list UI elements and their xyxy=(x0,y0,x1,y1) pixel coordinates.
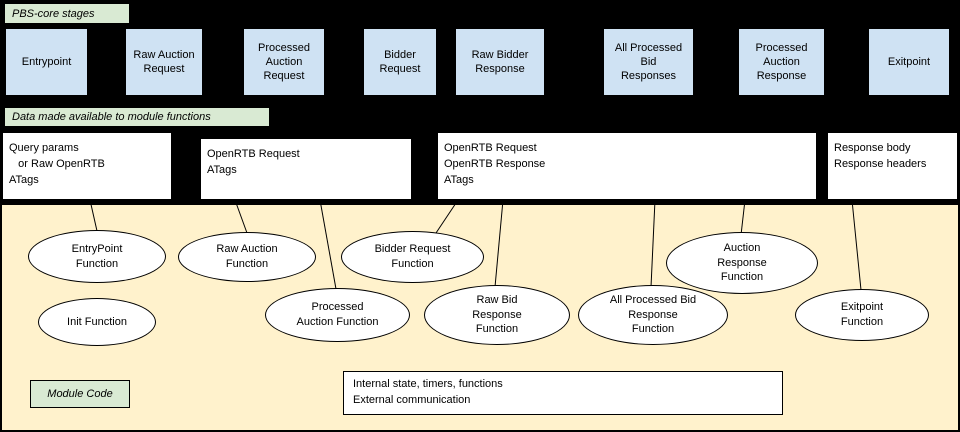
function-raw-bid-response: Raw Bid Response Function xyxy=(424,285,570,345)
stage-entrypoint: Entrypoint xyxy=(5,28,88,96)
function-processed-auction: Processed Auction Function xyxy=(265,288,410,342)
stage-raw-auction-request: Raw Auction Request xyxy=(125,28,203,96)
databox-response-data: Response body Response headers xyxy=(827,132,958,200)
stage-bidder-request: Bidder Request xyxy=(363,28,442,101)
databox-auction-request-data: OpenRTB Request ATags xyxy=(200,138,412,200)
data-available-label: Data made available to module functions xyxy=(4,107,270,127)
stage-raw-bidder-response: Raw Bidder Response xyxy=(455,28,550,101)
function-bidder-request: Bidder Request Function xyxy=(341,231,484,283)
function-entrypoint: EntryPoint Function xyxy=(28,230,166,283)
stage-processed-auction-response: Processed Auction Response xyxy=(738,28,825,96)
databox-bid-response-data: OpenRTB Request OpenRTB Response ATags xyxy=(437,132,817,200)
internal-state-box: Internal state, timers, functions Extern… xyxy=(343,371,783,415)
function-auction-response: Auction Response Function xyxy=(666,232,818,294)
pbs-core-stages-label: PBS-core stages xyxy=(4,3,130,24)
stage-all-processed-bid-responses: All Processed Bid Responses xyxy=(603,28,694,96)
stage-exitpoint: Exitpoint xyxy=(868,28,950,96)
stage-processed-auction-request: Processed Auction Request xyxy=(243,28,325,96)
function-raw-auction: Raw Auction Function xyxy=(178,232,316,282)
databox-entrypoint-data: Query params or Raw OpenRTB ATags xyxy=(2,132,172,200)
function-all-processed-bid-response: All Processed Bid Response Function xyxy=(578,285,728,345)
function-exitpoint: Exitpoint Function xyxy=(795,289,929,341)
function-init: Init Function xyxy=(38,298,156,346)
module-code-label: Module Code xyxy=(30,380,130,408)
